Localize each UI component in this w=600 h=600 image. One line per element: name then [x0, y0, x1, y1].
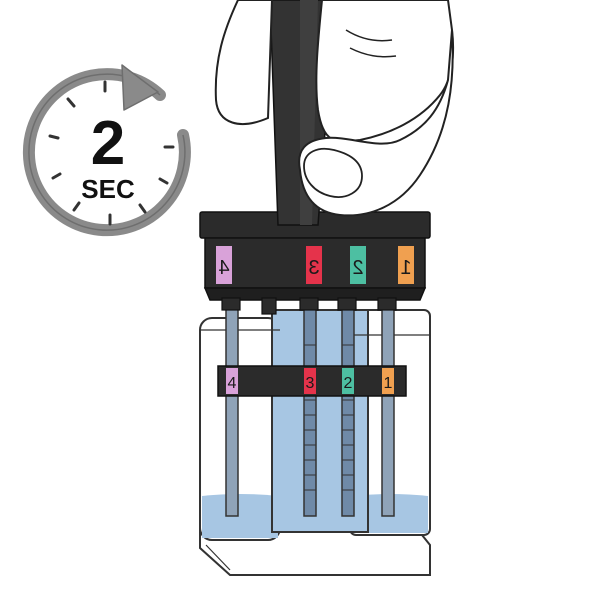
cap-tag-1 — [398, 246, 414, 284]
strip-holder-cap: 4 3 2 1 — [199, 211, 431, 315]
cap-number-4: 4 — [218, 257, 229, 279]
strip-tag-2 — [342, 368, 354, 394]
timer-unit: SEC — [81, 174, 135, 204]
strip-4 — [225, 299, 239, 517]
cap-tag-2 — [350, 246, 366, 284]
dial-ticks — [48, 80, 175, 226]
test-strips — [225, 299, 395, 517]
thumbnail — [303, 147, 363, 198]
strip-1 — [381, 299, 395, 517]
strip-3 — [303, 299, 317, 517]
strip-label-band: 4 3 2 1 — [217, 365, 407, 397]
strip-tag-3 — [304, 368, 316, 394]
strip-number-1: 1 — [384, 375, 393, 392]
strip-number-4: 4 — [228, 375, 237, 392]
strip-tag-4 — [226, 368, 238, 394]
strip-tag-1 — [382, 368, 394, 394]
timer-value: 2 — [91, 109, 125, 178]
strip-number-3: 3 — [306, 375, 315, 392]
cap-number-2: 2 — [352, 257, 363, 279]
left-tube-water — [202, 494, 278, 538]
timer-dial: 2 SEC — [22, 64, 191, 237]
strip-number-2: 2 — [344, 375, 353, 392]
cap-number-3: 3 — [308, 257, 319, 279]
clockwise-arrow-icon — [121, 64, 159, 111]
hand — [214, 0, 455, 217]
cap-tag-4 — [216, 246, 232, 284]
cap-tag-3 — [306, 246, 322, 284]
reagent-pads — [304, 344, 354, 491]
cap-number-1: 1 — [400, 257, 411, 279]
strip-2 — [341, 299, 355, 517]
